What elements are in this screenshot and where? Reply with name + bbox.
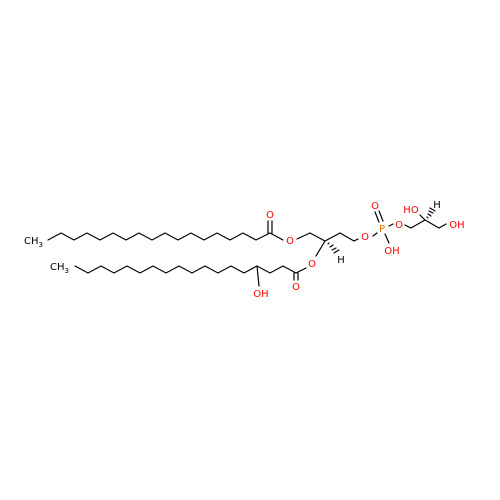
atom-chiral-h-head: H [433, 200, 441, 211]
head-bond-3 [424, 219, 440, 229]
phosphate-bond-3 [388, 223, 394, 227]
atom-ester-o-bottom: O [308, 259, 316, 270]
atom-carbonyl-o-top: O [266, 210, 274, 221]
atom-phosphate-o-left: O [361, 232, 369, 243]
atom-hydroxyl-chain: OH [253, 289, 268, 300]
head-bond-2 [410, 219, 426, 229]
atom-phosphate-o-right: O [395, 220, 403, 231]
bottom-acyl-zigzag [74, 265, 297, 274]
phosphate-oh-bond [384, 233, 390, 244]
atom-phosphate-o-double: O [371, 201, 379, 212]
glycerol-backbone [309, 232, 355, 257]
bottom-hydroxyl-bond [256, 265, 260, 287]
glycerol-ester-bond [315, 240, 326, 257]
glycerol-bond-2 [324, 232, 341, 242]
atom-ch3-top: CH3 [24, 236, 43, 249]
phosphate-bond-1 [353, 238, 359, 242]
bottom-ester-bond [295, 267, 307, 274]
top-acyl-zigzag [47, 232, 271, 241]
phosphate-double-bond-a [374, 211, 380, 223]
top-acyl-chain [47, 220, 311, 241]
phosphate-double-bond-b [378, 210, 384, 222]
glycerol-bond-3 [339, 232, 355, 242]
head-bond-1 [404, 224, 412, 229]
atom-head-oh-right: OH [449, 220, 464, 231]
top-ester-bond-1 [269, 232, 284, 241]
head-bond-4 [438, 223, 447, 229]
atom-labels: CH3 O O O H CH3 OH O O P O OH O HO H OH [24, 200, 465, 300]
atom-head-oh-top: HO [403, 205, 419, 216]
phosphate-group [353, 210, 412, 244]
head-hydroxyl-bond [419, 214, 426, 221]
atom-ch3-bottom: CH3 [50, 262, 69, 275]
bottom-acyl-chain [74, 265, 307, 287]
atom-phosphate-oh: OH [384, 246, 399, 257]
atom-carbonyl-o-bottom: O [292, 282, 300, 293]
atom-ester-o-top: O [286, 236, 294, 247]
phosphate-bond-2 [372, 232, 378, 237]
top-ester-bond-2 [296, 232, 311, 240]
chiral-hash-glycerol [327, 242, 340, 254]
atom-phosphate-p: P [379, 224, 385, 235]
chiral-hash-head [426, 207, 436, 219]
glycerol-bond-1 [309, 232, 326, 242]
atom-chiral-h-glycerol: H [337, 255, 345, 266]
head-glycerol [410, 207, 447, 229]
